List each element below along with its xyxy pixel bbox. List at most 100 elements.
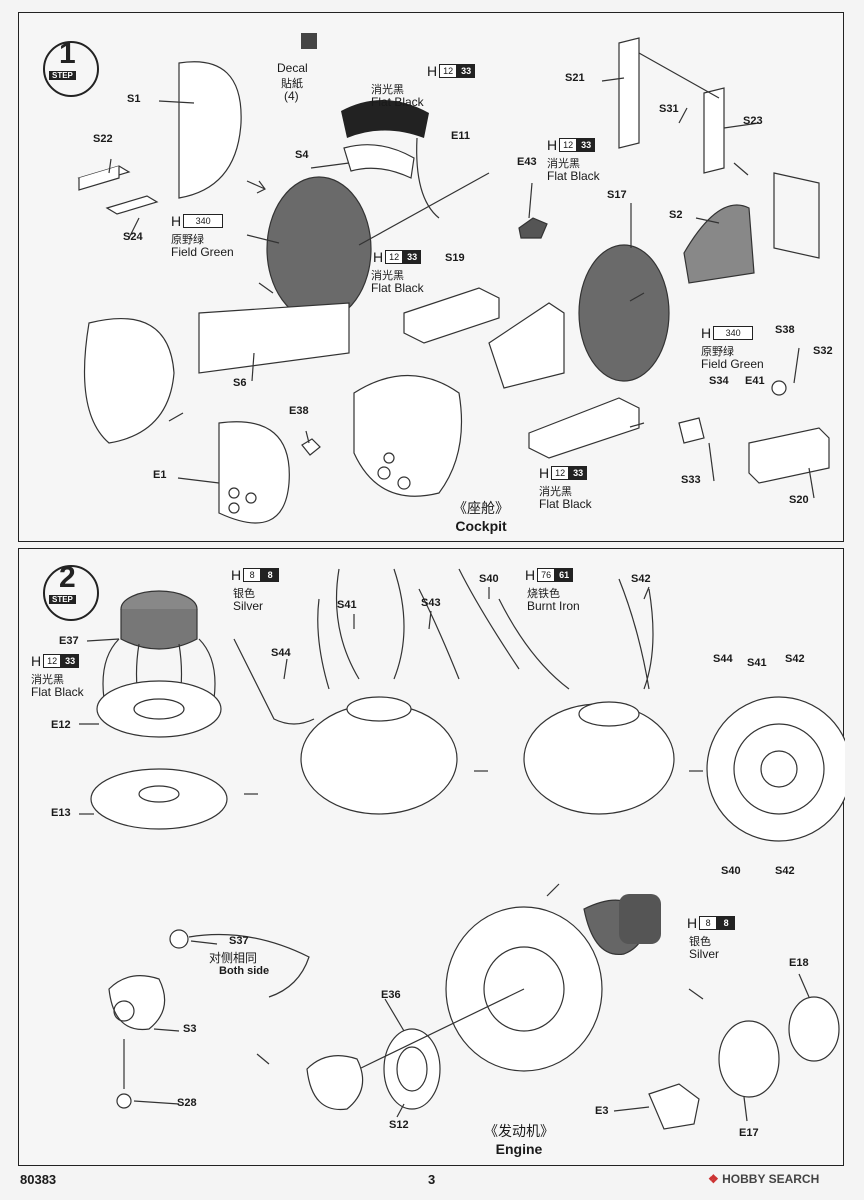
caption-cn: 《发动机》 [484,1123,554,1139]
watermark-text: HOBBY SEARCH [722,1172,820,1186]
part-label: E37 [59,635,79,647]
part-label: S42 [785,653,805,665]
paint-code: 12 [439,64,458,78]
paint-name-cn: 银色 [689,936,711,948]
part-label: E12 [51,719,71,731]
paint-name-en: Silver [689,947,720,961]
both-side-en: Both side [219,965,270,977]
part-label: S2 [669,209,683,221]
decal-label-en: Decal [277,61,308,75]
part-label: S41 [337,599,357,611]
part-label: E43 [517,156,537,168]
paint-name-en: Flat Black [539,497,592,511]
step1-drawing [77,33,830,524]
paint-alt-code: 33 [569,466,588,480]
paint-name-cn: 消光黑 [31,674,64,686]
paint-code: 340 [183,214,224,228]
paint-h: H [539,465,550,481]
paint-alt-code: 33 [61,654,80,668]
decal-count: (4) [284,89,299,103]
paint-name-cn: 烧铁色 [527,588,560,600]
step2-panel: 2 STEP H 8 8 银色 Silver H 12 33 消光黑 Flat … [18,548,845,1166]
part-label: S44 [271,647,291,659]
both-side-cn: 对侧相同 [209,951,258,965]
paint-code: 12 [551,466,570,480]
part-label: S41 [747,657,767,669]
paint-h: H [525,567,536,583]
step2-drawing [79,568,845,1130]
paint-alt-code: 33 [577,138,596,152]
paint-h: H [31,653,42,669]
step1-panel: 1 STEP Decal 貼紙 (4) H 12 33 消光黑 Flat Bla… [18,12,844,542]
paint-h: H [427,63,438,79]
paint-alt-code: 8 [717,916,736,930]
part-label: S12 [389,1119,409,1131]
paint-h: H [373,249,384,265]
part-label: S34 [709,375,729,387]
part-label: E1 [153,469,167,481]
paint-h: H [701,325,712,341]
part-label: S1 [127,93,141,105]
paint-code: 12 [385,250,404,264]
part-label: S44 [713,653,733,665]
paint-name-cn: 银色 [233,588,255,600]
part-label: E17 [739,1127,759,1139]
paint-alt-code: 33 [457,64,476,78]
decal-label-cn: 貼紙 [281,78,303,90]
part-label: E38 [289,405,309,417]
part-label: S17 [607,189,627,201]
section-caption: 《座舱》 Cockpit [411,498,551,534]
part-label: S31 [659,103,679,115]
part-label: S4 [295,149,309,161]
part-label: E3 [595,1105,609,1117]
paint-name-cn: 消光黑 [371,270,404,282]
paint-name-en: Flat Black [547,169,600,183]
paint-h: H [171,213,182,229]
paint-name-cn: 消光黑 [371,84,404,96]
paint-name-cn: 原野绿 [701,346,734,358]
part-label: S3 [183,1023,197,1035]
part-label: S23 [743,115,763,127]
part-label: S42 [631,573,651,585]
step-word: STEP [49,71,76,80]
paint-name-cn: 消光黑 [547,158,580,170]
paint-alt-code: 33 [403,250,422,264]
part-label: S33 [681,474,701,486]
step-badge: 2 STEP [43,561,99,621]
paint-code: 12 [43,654,62,668]
paint-name-en: Field Green [701,357,764,371]
step-number: 1 [59,37,76,70]
part-label: S21 [565,72,585,84]
paint-name-en: Flat Black [31,685,84,699]
paint-code: 12 [559,138,578,152]
part-label: S38 [775,324,795,336]
paint-name-cn: 消光黑 [539,486,572,498]
paint-name-en: Flat Black [371,95,424,109]
kit-number: 80383 [20,1172,57,1187]
paint-code: 8 [243,568,262,582]
paint-name-en: Flat Black [371,281,424,295]
paint-alt-code: 61 [555,568,574,582]
paint-h: H [687,915,698,931]
part-label: E41 [745,375,765,387]
part-label: S32 [813,345,833,357]
paint-name-en: Silver [233,599,264,613]
part-label: E18 [789,957,809,969]
part-label: S24 [123,231,143,243]
part-label: S42 [775,865,795,877]
watermark-icon: ❖ [708,1172,719,1186]
step-badge: 1 STEP [43,37,99,97]
caption-cn: 《座舱》 [453,500,509,516]
paint-h: H [547,137,558,153]
part-label: E36 [381,989,401,1001]
step-number: 2 [59,561,76,594]
paint-code: 76 [537,568,556,582]
paint-name-en: Burnt Iron [527,599,580,613]
caption-en: Cockpit [455,518,507,534]
caption-en: Engine [495,1141,543,1157]
part-label: S37 [229,935,249,947]
part-label: S19 [445,252,465,264]
part-label: S20 [789,494,809,506]
step-word: STEP [49,595,76,604]
part-label: S22 [93,133,113,145]
